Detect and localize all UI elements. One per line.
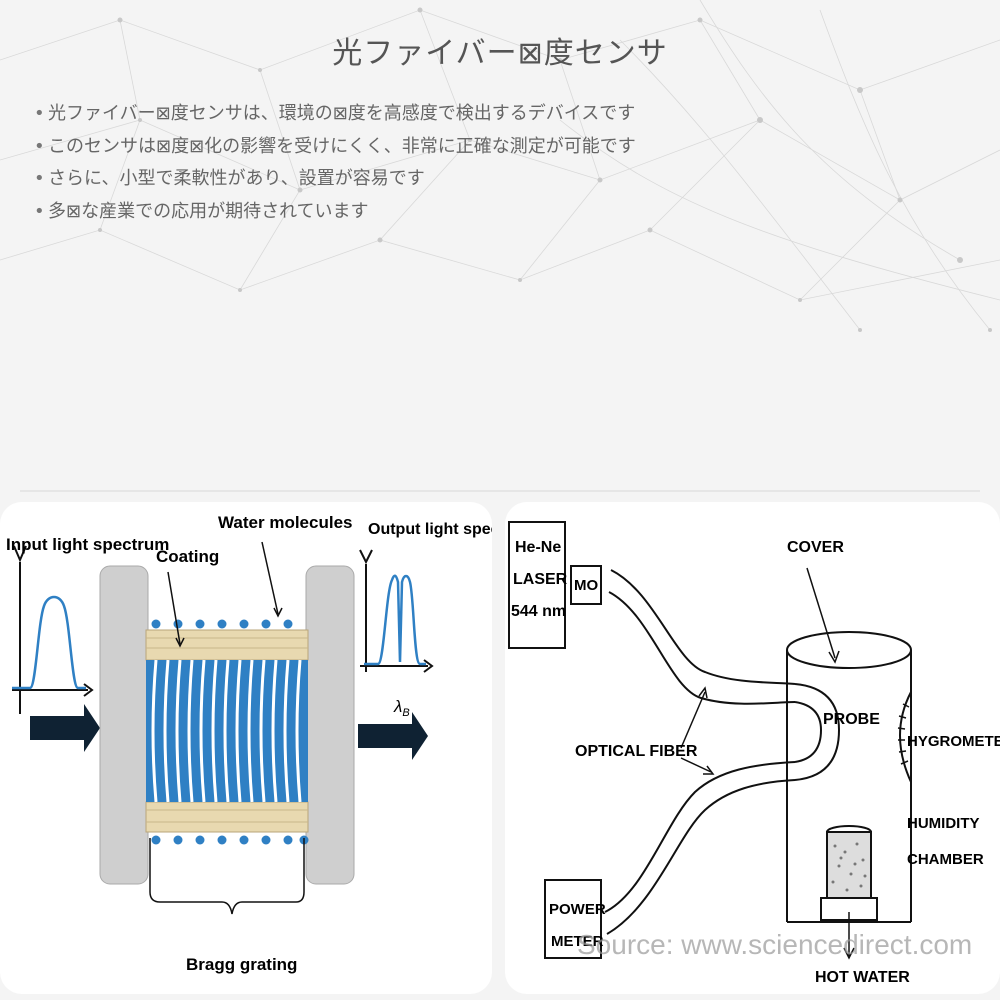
coating-label: Coating xyxy=(156,547,219,566)
right-end-cap xyxy=(305,565,355,885)
power-meter-box xyxy=(544,879,602,959)
bullet-item: •多⊠な産業での応用が期待されています xyxy=(34,196,636,229)
bullet-list: •光ファイバー⊠度センサは、環境の⊠度を高感度で検出するデバイスです •このセン… xyxy=(34,98,636,228)
output-spectrum-plot xyxy=(359,549,434,673)
bullet-dot: • xyxy=(34,200,45,222)
humidity-chamber-line-2: CHAMBER xyxy=(907,851,984,868)
output-spectrum-label: Output light spectrum xyxy=(368,521,492,538)
bragg-grating-label: Bragg grating xyxy=(186,955,297,974)
input-arrow xyxy=(30,704,100,752)
bullet-text: さらに、小型で柔軟性があり、設置が容易です xyxy=(48,168,425,189)
setup-diagram-panel: He-Ne LASER 544 nm MO xyxy=(505,502,1000,994)
bragg-grating-core xyxy=(146,659,308,803)
bullet-text: 多⊠な産業での応用が期待されています xyxy=(48,200,369,222)
mo-box xyxy=(570,565,602,605)
bullet-dot: • xyxy=(34,103,45,124)
bullet-item: •光ファイバー⊠度センサは、環境の⊠度を高感度で検出するデバイスです xyxy=(34,98,636,131)
power-meter-line-1: POWER xyxy=(549,901,606,918)
hygrometer-label: HYGROMETER xyxy=(907,733,1000,750)
bullet-dot: • xyxy=(34,168,45,189)
laser-box xyxy=(508,521,566,649)
hot-water-label: HOT WATER xyxy=(815,969,910,986)
left-end-cap xyxy=(99,565,149,885)
power-meter-line-2: METER xyxy=(551,933,604,950)
hot-water-container xyxy=(820,825,878,960)
source-watermark: Source: www.sciencedirect.com xyxy=(577,929,972,960)
input-spectrum-label: Input light spectrum xyxy=(6,535,169,554)
bullet-text: このセンサは⊠度⊠化の影響を受けにくく、非常に正確な測定が可能です xyxy=(48,135,636,157)
lambda-b-label: λB xyxy=(393,697,410,719)
bullet-item: •このセンサは⊠度⊠化の影響を受けにくく、非常に正確な測定が可能です xyxy=(34,131,636,164)
input-spectrum-plot xyxy=(12,545,94,714)
coating-top xyxy=(145,629,309,661)
cover-label: COVER xyxy=(787,539,844,556)
laser-line-1: He-Ne xyxy=(515,539,561,556)
bullet-dot: • xyxy=(34,135,45,157)
fbg-diagram: Input light spectrum Output light spectr… xyxy=(6,513,492,974)
bullet-text: 光ファイバー⊠度センサは、環境の⊠度を高感度で検出するデバイスです xyxy=(48,103,636,124)
setup-diagram: He-Ne LASER 544 nm MO xyxy=(508,521,1000,986)
humidity-chamber-line-1: HUMIDITY xyxy=(907,815,980,832)
probe-label: PROBE xyxy=(823,711,880,728)
water-molecules-label: Water molecules xyxy=(218,513,352,532)
hygrometer-dial xyxy=(897,691,912,783)
optical-fiber-paths xyxy=(604,569,841,935)
output-arrow xyxy=(358,712,428,760)
bragg-brace xyxy=(149,838,305,915)
fbg-diagram-panel: Input light spectrum Output light spectr… xyxy=(0,502,492,994)
coating-bottom xyxy=(145,801,309,833)
optical-fiber-label: OPTICAL FIBER xyxy=(575,743,698,760)
mo-label: MO xyxy=(574,577,598,594)
laser-line-3: 544 nm xyxy=(511,603,566,620)
slide-title: 光ファイバー⊠度センサ xyxy=(332,36,668,71)
bullet-item: •さらに、小型で柔軟性があり、設置が容易です xyxy=(34,163,636,196)
laser-line-2: LASER xyxy=(513,571,568,588)
